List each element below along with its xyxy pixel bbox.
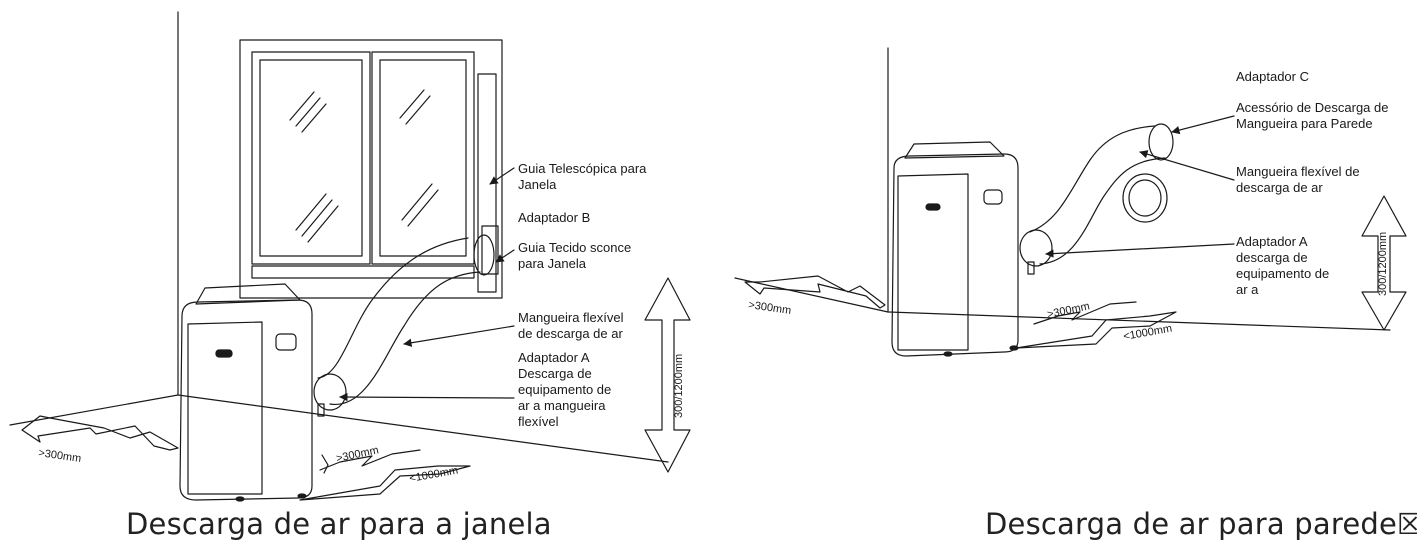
leader-guia-tecido: [495, 249, 515, 263]
floor-right-line-right: [887, 311, 1391, 331]
side-left-dim-label-right: >300mm: [748, 299, 792, 317]
height-dim-label-right: 300/1200mm: [1377, 232, 1389, 296]
leader-guia-telescopica: [489, 167, 515, 185]
floor-right-line: [177, 394, 669, 463]
right-clearance-dimension: [319, 449, 421, 471]
label-adaptador-b: Adaptador B: [518, 210, 591, 225]
right-clearance-dimension-right: [1033, 301, 1137, 325]
left-clearance-dimension: [21, 415, 179, 451]
floor-left-line-right: [734, 277, 889, 313]
window: [239, 39, 503, 299]
label-guia-telescopica: Guia Telescópica para Janela: [518, 161, 647, 192]
leader-adaptador-a-right: [1045, 243, 1235, 258]
exhaust-hose: [317, 225, 499, 405]
height-dim-label: 300/1200mm: [673, 354, 685, 418]
wall-outlet: [1122, 173, 1168, 223]
height-dimension-right: [1361, 195, 1407, 331]
label-guia-tecido: Guia Tecido sconce para Janela: [518, 240, 632, 271]
exhaust-hose-right: [1029, 123, 1174, 265]
label-adaptador-a-left: Adaptador A Descarga de equipamento de a…: [518, 350, 612, 429]
label-acessorio: Acessório de Descarga de Mangueira para …: [1236, 100, 1389, 131]
label-mangueira-left: Mangueira flexível de descarga de ar: [518, 310, 624, 341]
side-left-dim-label: >300mm: [38, 447, 82, 465]
left-clearance-dimension-right: [744, 275, 886, 309]
label-adaptador-a-right: Adaptador A descarga de equipamento de a…: [1236, 234, 1330, 297]
leader-mangueira-right: [1139, 150, 1235, 181]
caption-window: Descarga de ar para a janela: [126, 507, 552, 541]
leader-mangueira-left: [403, 325, 515, 347]
wall-install-scene: 300/1200mm >300mm >300mm <1000mm: [734, 47, 1407, 357]
side-right-dim-label-right: >300mm: [1046, 300, 1091, 321]
label-adaptador-c: Adaptador C: [1236, 69, 1309, 84]
leader-acessorio: [1171, 115, 1235, 135]
air-conditioner-unit-right: [891, 141, 1053, 357]
air-conditioner-unit: [179, 283, 347, 502]
floor-left-line: [9, 394, 179, 426]
window-install-scene: 300/1200mm >300mm >300mm <1000mm: [9, 11, 691, 502]
label-mangueira-right: Mangueira flexível de descarga de ar: [1236, 164, 1360, 195]
front-clearance-dimension-right: [1015, 311, 1177, 349]
height-dimension: [644, 277, 691, 473]
caption-wall: Descarga de ar para parede☒: [985, 507, 1417, 541]
front-clearance-dimension: [299, 465, 471, 501]
leader-adaptador-a-left: [339, 392, 515, 402]
